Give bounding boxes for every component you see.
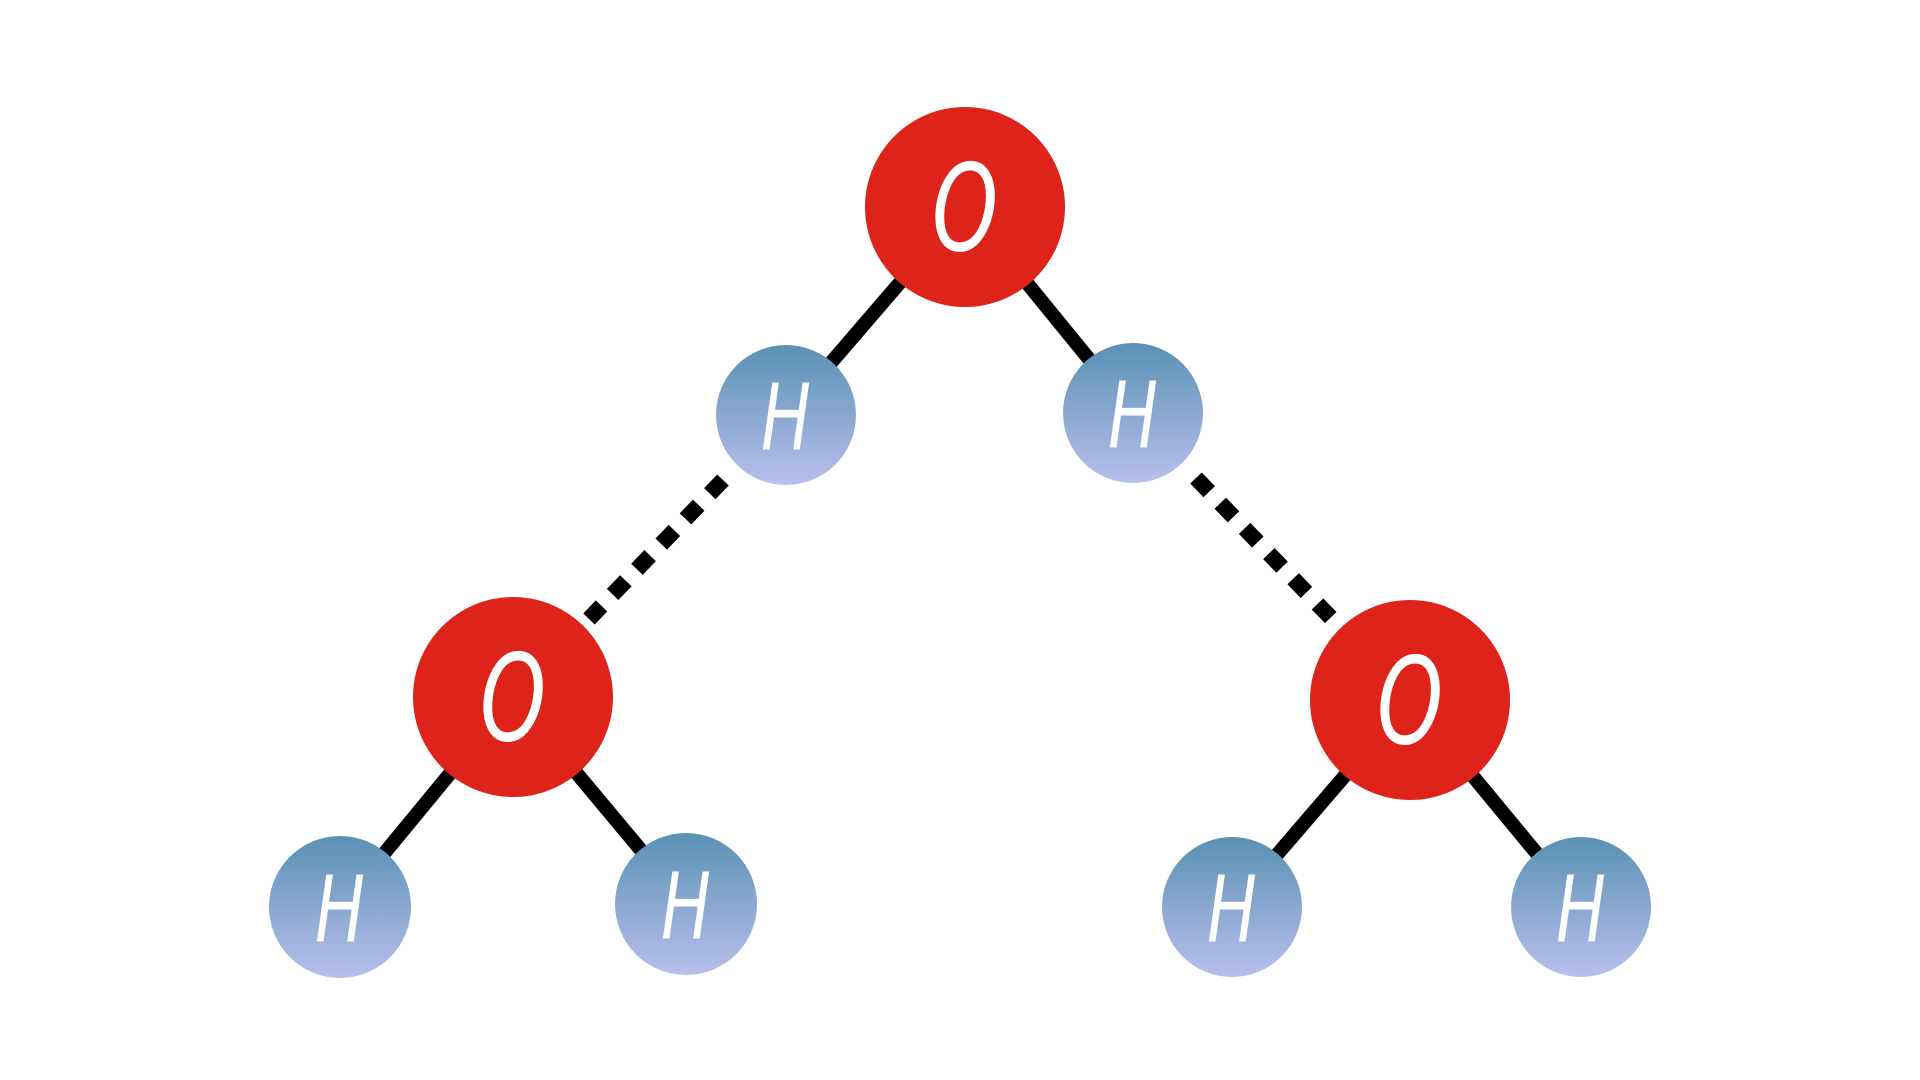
oxygen-label-wrap: O bbox=[1377, 633, 1443, 772]
oxygen-label-wrap: O bbox=[480, 630, 546, 769]
covalent-bonds bbox=[334, 202, 1587, 912]
hydrogen-label-wrap: H bbox=[761, 365, 811, 472]
hydrogen-atom bbox=[269, 836, 411, 978]
hydrogen-label: H bbox=[1207, 857, 1257, 964]
oxygen-label: O bbox=[480, 630, 546, 769]
hydrogen-atom bbox=[716, 345, 856, 485]
water-molecule-bottom-right: O H H bbox=[1162, 600, 1651, 977]
oxygen-label: O bbox=[1377, 633, 1443, 772]
hydrogen-bond-right bbox=[1190, 472, 1340, 627]
oxygen-label-wrap: O bbox=[932, 140, 998, 279]
hydrogen-bond-left bbox=[583, 474, 729, 625]
hydrogen-label-wrap: H bbox=[1556, 857, 1606, 964]
hydrogen-atom bbox=[1511, 837, 1651, 977]
hydrogen-label-wrap: H bbox=[1108, 363, 1158, 470]
hydrogen-atom bbox=[1063, 343, 1203, 483]
oxygen-atom bbox=[1310, 600, 1510, 800]
hydrogen-label: H bbox=[761, 365, 811, 472]
hydrogen-bonds bbox=[583, 472, 1340, 627]
hydrogen-atom bbox=[1162, 837, 1302, 977]
hydrogen-atom bbox=[615, 833, 757, 975]
oxygen-atom bbox=[413, 597, 613, 797]
hydrogen-label: H bbox=[315, 857, 365, 964]
water-molecule-top: O H H bbox=[716, 107, 1203, 485]
hydrogen-label-wrap: H bbox=[315, 857, 365, 964]
hydrogen-label: H bbox=[661, 854, 711, 961]
hydrogen-label: H bbox=[1556, 857, 1606, 964]
water-molecule-bottom-left: O H H bbox=[269, 597, 757, 978]
hydrogen-label-wrap: H bbox=[1207, 857, 1257, 964]
hydrogen-label-wrap: H bbox=[661, 854, 711, 961]
hydrogen-label: H bbox=[1108, 363, 1158, 470]
oxygen-atom bbox=[865, 107, 1065, 307]
oxygen-label: O bbox=[932, 140, 998, 279]
